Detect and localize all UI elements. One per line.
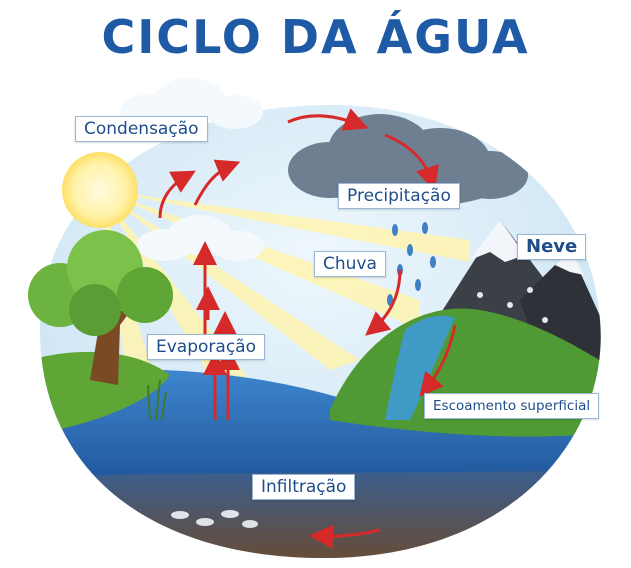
evaporation-cloud	[137, 215, 264, 261]
arrow-evaporation-1	[158, 170, 196, 219]
sun	[62, 152, 138, 228]
arrow-evaporation-2	[193, 159, 241, 206]
label-chuva: Chuva	[314, 251, 386, 277]
arrow-to-precipitation	[384, 133, 439, 191]
arrow-runoff	[419, 324, 457, 397]
label-escoamento-superficial: Escoamento superficial	[424, 393, 600, 419]
label-neve: Neve	[517, 234, 587, 260]
label-condensacao: Condensação	[75, 116, 208, 142]
arrow-infiltration	[309, 524, 381, 549]
fish	[171, 510, 258, 528]
tree	[28, 230, 173, 385]
label-infiltracao: Infiltração	[252, 474, 356, 500]
label-evaporacao: Evaporação	[147, 334, 265, 360]
arrow-condensation	[287, 108, 369, 131]
reeds	[147, 379, 167, 421]
waterfall	[385, 315, 455, 420]
label-precipitacao: Precipitação	[338, 183, 460, 209]
diagram-title: CICLO DA ÁGUA	[101, 10, 530, 64]
arrow-chuva	[365, 269, 402, 336]
process-arrows	[158, 108, 457, 549]
